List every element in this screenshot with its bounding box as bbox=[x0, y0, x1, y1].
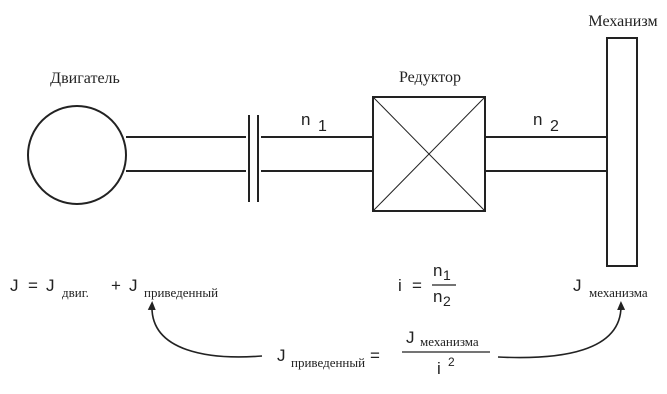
formula-total-inertia: J = J двиг. + J приведенный bbox=[10, 276, 218, 300]
svg-text:J: J bbox=[573, 276, 582, 295]
mechanism-inertia-label: J механизма bbox=[573, 276, 648, 300]
svg-text:J: J bbox=[277, 346, 286, 365]
svg-text:i: i bbox=[398, 276, 402, 295]
arrow-to-reduced-inertia bbox=[147, 301, 263, 358]
motor-label: Двигатель bbox=[50, 70, 120, 87]
svg-text:J: J bbox=[406, 328, 415, 347]
svg-text:+: + bbox=[111, 276, 121, 295]
svg-text:механизма: механизма bbox=[420, 334, 479, 349]
svg-text:J: J bbox=[46, 276, 55, 295]
formula-gear-ratio: i = n1 n2 bbox=[398, 261, 456, 309]
svg-text:J: J bbox=[129, 276, 138, 295]
mechanism-label: Механизм bbox=[588, 13, 657, 30]
reducer-label: Редуктор bbox=[399, 69, 461, 86]
svg-text:=: = bbox=[412, 276, 422, 295]
motor-circle bbox=[27, 105, 127, 205]
formula-reduced-inertia: J приведенный = J механизма i 2 bbox=[277, 328, 490, 378]
svg-text:i: i bbox=[437, 359, 441, 378]
svg-text:=: = bbox=[370, 346, 380, 365]
mechanism-bar bbox=[606, 37, 638, 267]
svg-text:=: = bbox=[28, 276, 38, 295]
svg-text:n1: n1 bbox=[433, 261, 451, 283]
svg-text:2: 2 bbox=[448, 355, 455, 369]
svg-text:приведенный: приведенный bbox=[144, 285, 218, 300]
arrow-to-mechanism-inertia bbox=[497, 301, 626, 359]
svg-text:механизма: механизма bbox=[589, 285, 648, 300]
svg-text:приведенный: приведенный bbox=[291, 355, 365, 370]
svg-text:двиг.: двиг. bbox=[62, 285, 89, 300]
reducer-diagonal-2 bbox=[372, 96, 486, 212]
svg-text:J: J bbox=[10, 276, 19, 295]
svg-text:n2: n2 bbox=[433, 287, 451, 309]
